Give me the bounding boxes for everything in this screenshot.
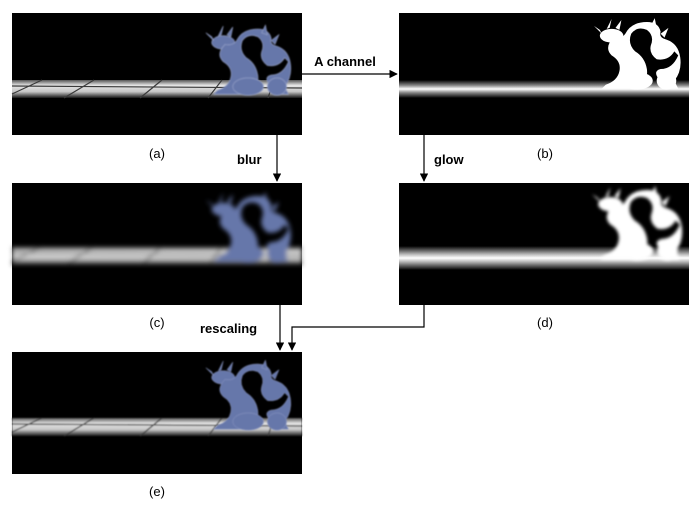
arrow-d-to-e (287, 305, 425, 351)
panel-b (399, 13, 689, 135)
edge-label-rescaling: rescaling (200, 321, 257, 336)
caption-e: (e) (149, 484, 165, 499)
panel-c (11, 183, 303, 305)
caption-a: (a) (149, 146, 165, 161)
panel-d (399, 183, 689, 305)
edge-label-glow: glow (434, 152, 464, 167)
caption-c: (c) (149, 315, 164, 330)
edge-label-a-channel: A channel (314, 54, 376, 69)
panel-a (11, 13, 303, 135)
panel-e (11, 352, 303, 474)
edge-label-blur: blur (237, 152, 262, 167)
caption-b: (b) (537, 146, 553, 161)
caption-d: (d) (537, 315, 553, 330)
